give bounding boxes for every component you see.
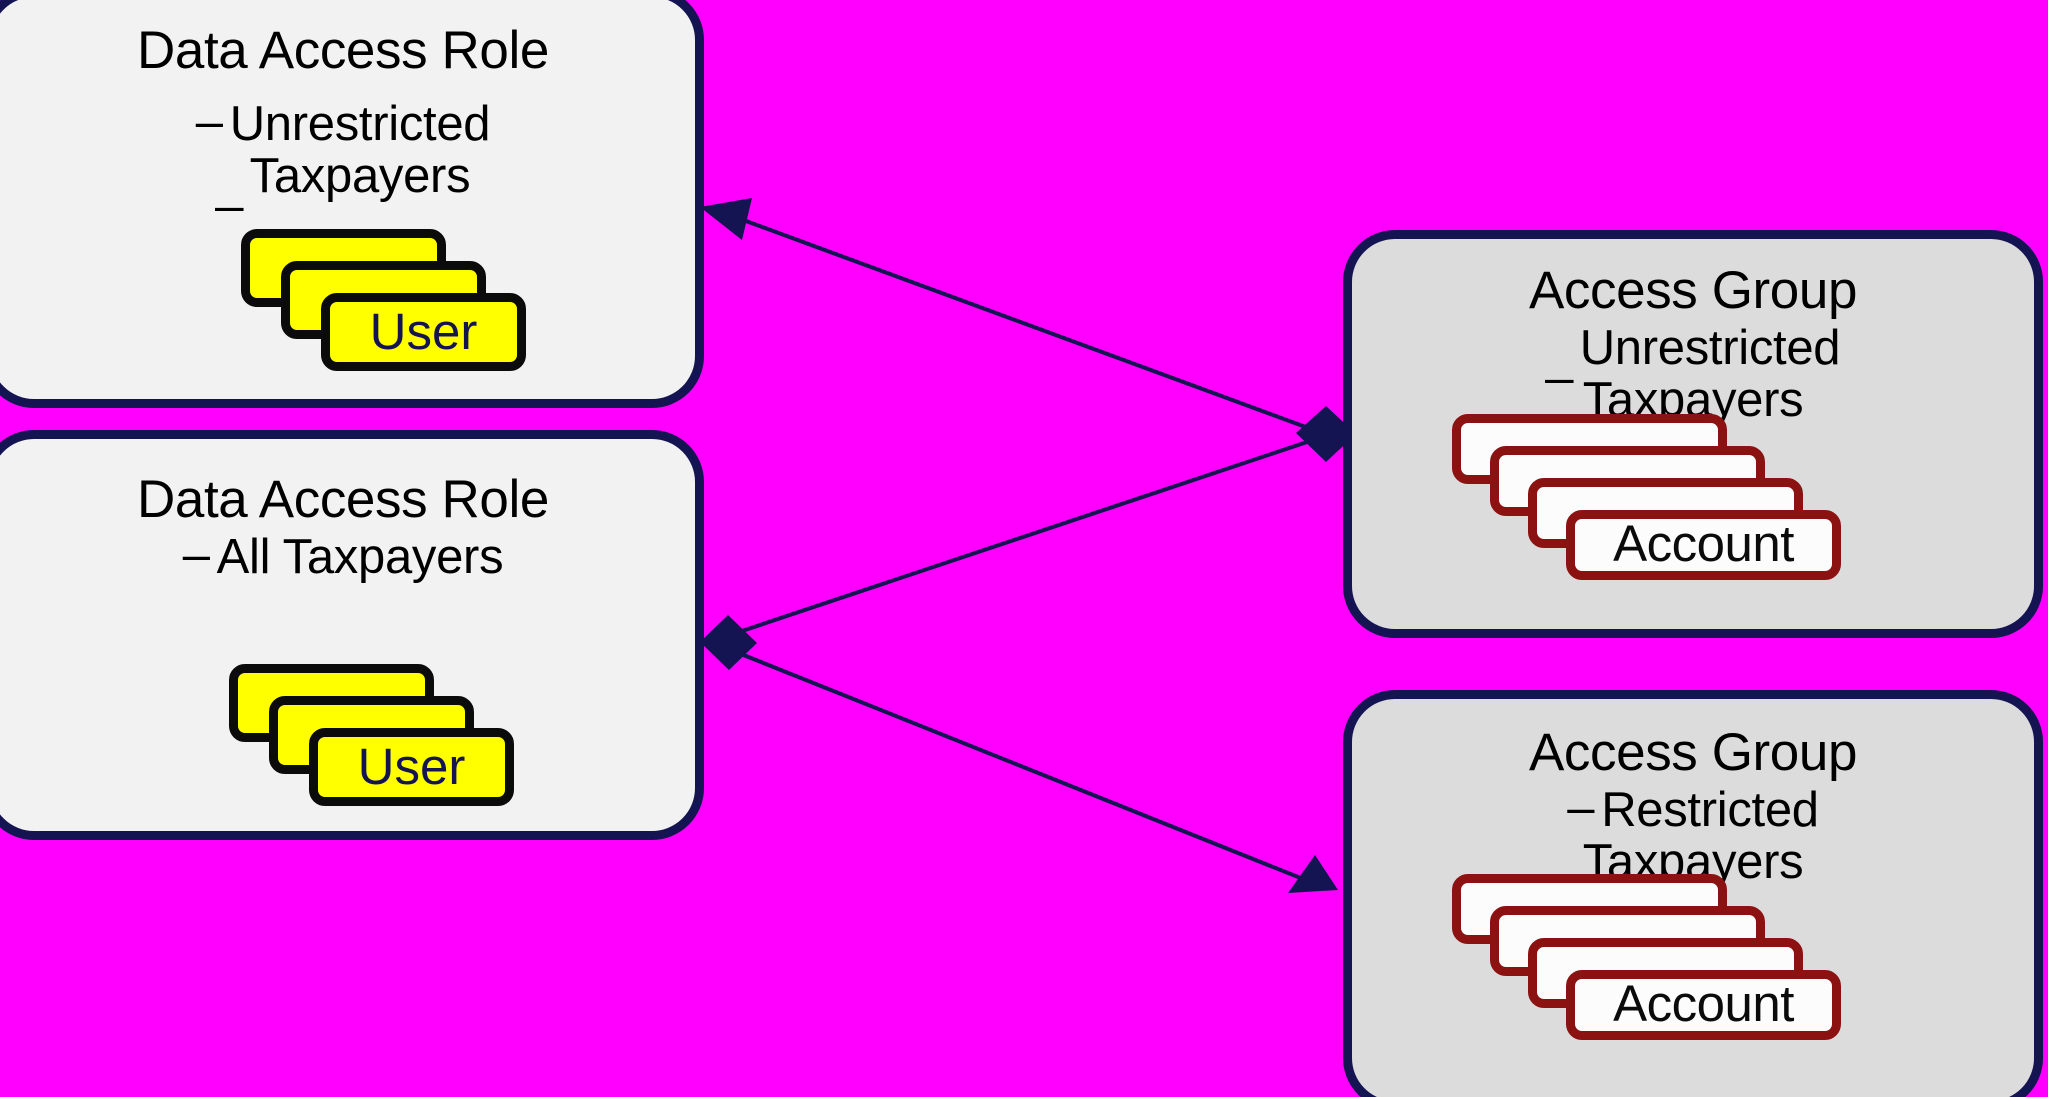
node-title: Access Group <box>1528 723 1858 782</box>
account-card-stack: Account <box>1452 874 1932 1054</box>
arrowhead-to-restricted-group <box>1288 855 1338 893</box>
node-title: Data Access Role <box>137 21 549 80</box>
account-card[interactable]: Account <box>1566 510 1841 580</box>
node-subtitle-line-2: _Taxpayers <box>0 149 695 210</box>
bullet-dash: – <box>1567 781 1595 836</box>
node-subtitle-text-1: Unrestricted <box>1579 321 1841 376</box>
diamond-at-all-role <box>700 615 757 670</box>
node-data-access-role-unrestricted[interactable]: Data Access Role –Unrestricted _Taxpayer… <box>0 0 704 408</box>
account-card-label: Account <box>1613 515 1794 572</box>
node-subtitle-text-2: Taxpayers <box>249 149 471 204</box>
account-card[interactable]: Account <box>1566 970 1841 1040</box>
bullet-dash-low: _ <box>215 158 243 213</box>
node-subtitle-line-1: –All Taxpayers <box>0 528 695 585</box>
arrowhead-to-unrestricted-role <box>700 198 752 240</box>
bullet-dash-low: _ <box>1545 330 1573 385</box>
node-title: Access Group <box>1528 261 1858 320</box>
node-subtitle-text-1: All Taxpayers <box>216 530 504 585</box>
bullet-dash: – <box>195 95 223 150</box>
node-subtitle-text-1: Unrestricted <box>229 97 491 152</box>
connector-line-all-role-to-unrestricted-group <box>723 435 1323 639</box>
account-card-stack: Account <box>1452 414 1932 594</box>
user-card[interactable]: User <box>309 728 514 806</box>
user-card[interactable]: User <box>321 293 526 371</box>
node-subtitle-text-1: Restricted <box>1601 783 1819 838</box>
user-card-stack: User <box>241 229 571 389</box>
connector-line-all-role-to-restricted-group <box>725 646 1329 891</box>
connector-line-unrestricted-role <box>715 208 1323 435</box>
user-card-stack: User <box>229 664 559 824</box>
user-card-label: User <box>369 302 478 360</box>
node-access-group-restricted[interactable]: Access Group –Restricted Taxpayers Accou… <box>1343 690 2043 1097</box>
node-subtitle-line-1: –Unrestricted <box>0 95 695 152</box>
node-subtitle-line-1: _Unrestricted <box>1352 321 2034 382</box>
node-subtitle-line-1: –Restricted <box>1352 781 2034 838</box>
user-card-label: User <box>357 737 466 795</box>
node-title: Data Access Role <box>137 470 549 529</box>
node-access-group-unrestricted[interactable]: Access Group _Unrestricted Taxpayers Acc… <box>1343 230 2043 638</box>
bullet-dash: – <box>182 528 210 583</box>
node-data-access-role-all[interactable]: Data Access Role –All Taxpayers User <box>0 430 704 840</box>
account-card-label: Account <box>1613 975 1794 1032</box>
